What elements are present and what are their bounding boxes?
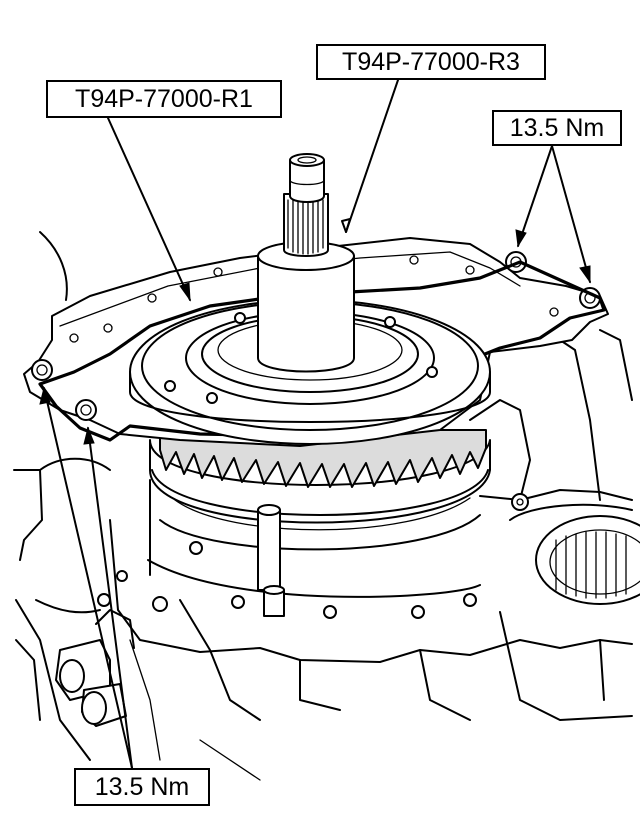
torque-callout-bottom-left: 13.5 Nm: [74, 768, 210, 806]
transmission-case: [13, 231, 633, 781]
clutch-drum: [149, 429, 491, 551]
left-brackets: [15, 609, 135, 727]
torque-callout-top-right: 13.5 Nm: [492, 110, 622, 146]
housing-right: [469, 329, 640, 605]
leader-lines: [39, 79, 591, 769]
tool-callout-r3: T94P-77000-R3: [316, 44, 546, 80]
shaft-tool: [257, 153, 355, 373]
tool-callout-r1: T94P-77000-R1: [46, 80, 282, 118]
dowel-pins: [257, 504, 285, 617]
